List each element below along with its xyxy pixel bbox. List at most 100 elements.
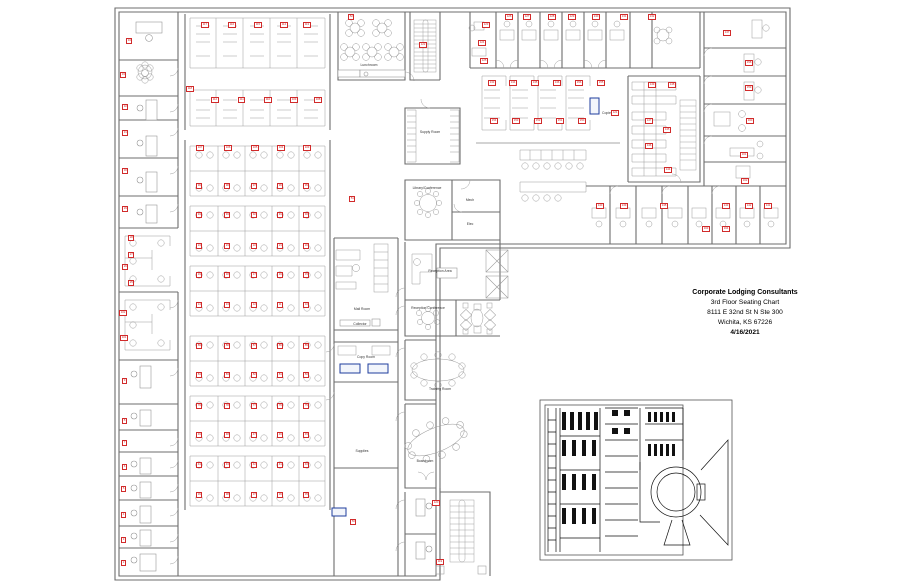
seat-tag: 108 bbox=[314, 97, 322, 103]
seat-tag: 23 bbox=[224, 243, 231, 249]
seat-tag: 142 bbox=[745, 203, 753, 209]
room-label: Boardroom bbox=[416, 459, 434, 463]
mail-copy-supplies bbox=[325, 237, 399, 576]
seat-tag: 110 bbox=[264, 97, 272, 103]
seat-tag: 86 bbox=[277, 343, 284, 349]
mailroom-furniture bbox=[335, 243, 389, 293]
seat-tag: 158 bbox=[745, 60, 753, 66]
seat-tag: 9 bbox=[122, 378, 127, 384]
seat-tag: 113 bbox=[303, 22, 311, 28]
seat-tag: 99 bbox=[196, 183, 203, 189]
seat-tag: 149 bbox=[648, 82, 656, 88]
seat-tag: 109 bbox=[290, 97, 298, 103]
seat-tag: 143 bbox=[722, 203, 730, 209]
seat-tag: 83 bbox=[224, 372, 231, 378]
seat-tag: 164 bbox=[722, 226, 730, 232]
seat-tag: 31 bbox=[122, 130, 129, 136]
seat-tag: 153 bbox=[512, 118, 520, 124]
seat-tag: 87 bbox=[251, 343, 258, 349]
seat-tag: 52 bbox=[348, 14, 355, 20]
seat-tag: 154 bbox=[490, 118, 498, 124]
seat-tag: 76 bbox=[277, 403, 284, 409]
address-line-1: 8111 E 32nd St N Ste 300 bbox=[707, 309, 783, 317]
room-label: Reception Conference bbox=[411, 306, 445, 310]
seat-tag: 148 bbox=[668, 82, 676, 88]
seat-tag: 34 bbox=[126, 38, 133, 44]
seat-tag: 162 bbox=[741, 178, 749, 184]
seat-tag: 141 bbox=[764, 203, 772, 209]
seat-tag: 45 bbox=[303, 432, 310, 438]
seat-tag: 92 bbox=[251, 212, 258, 218]
seat-tag: 97 bbox=[251, 183, 258, 189]
top-workstation-bank bbox=[184, 14, 331, 130]
seat-tag: 118 bbox=[186, 86, 194, 92]
seat-tag: 150 bbox=[578, 118, 586, 124]
title-block: Corporate Lodging Consultants 3rd Floor … bbox=[655, 288, 835, 337]
room-label: Collector bbox=[353, 322, 367, 326]
plan-date: 4/16/2021 bbox=[730, 328, 760, 336]
seat-tag: 134 bbox=[509, 80, 517, 86]
seat-tag: 28 bbox=[128, 235, 135, 241]
seat-tag: 19 bbox=[196, 272, 203, 278]
seat-tag: 81 bbox=[277, 372, 284, 378]
seat-tag: 27 bbox=[128, 252, 135, 258]
pod-row-6 bbox=[189, 455, 326, 507]
boardroom bbox=[395, 403, 468, 489]
seat-tag: 24 bbox=[196, 243, 203, 249]
seat-tag: 155 bbox=[597, 80, 605, 86]
seat-tag: 160 bbox=[746, 118, 754, 124]
seat-tag: 130 bbox=[592, 14, 600, 20]
seat-tag: 25 bbox=[128, 280, 135, 286]
seat-tag: 20 bbox=[303, 243, 310, 249]
sheet-title: 3rd Floor Seating Chart bbox=[710, 299, 780, 307]
seat-tag: 90 bbox=[303, 212, 310, 218]
seat-tag: 10 bbox=[303, 302, 310, 308]
seat-tag: 105 bbox=[251, 145, 259, 151]
seat-tag: 26 bbox=[122, 264, 129, 270]
seat-tag: 5 bbox=[121, 486, 126, 492]
seat-tag: 15 bbox=[303, 272, 310, 278]
bottom-right-offices bbox=[586, 185, 786, 244]
seat-tag: 151 bbox=[556, 118, 564, 124]
seat-tag: 117 bbox=[201, 22, 209, 28]
seat-tag: 51 bbox=[349, 196, 356, 202]
seat-tag: 159 bbox=[745, 85, 753, 91]
seat-tag: 17 bbox=[251, 272, 258, 278]
seat-tag: 13 bbox=[224, 302, 231, 308]
seat-tag: 128 bbox=[548, 14, 556, 20]
seat-tag: 103 bbox=[303, 145, 311, 151]
seat-tag: 95 bbox=[303, 183, 310, 189]
seat-tag: 115 bbox=[254, 22, 262, 28]
seat-tag: 124 bbox=[478, 40, 486, 46]
seat-tag: 79 bbox=[196, 403, 203, 409]
room-label: Lunchroom bbox=[360, 63, 378, 67]
seat-tag: 18 bbox=[224, 272, 231, 278]
seat-tag: 132 bbox=[648, 14, 656, 20]
seat-tag: 44 bbox=[196, 462, 203, 468]
seat-tag: 161 bbox=[740, 152, 748, 158]
seat-tag: 75 bbox=[303, 403, 310, 409]
seat-tag: 156 bbox=[575, 80, 583, 86]
seat-tag: 11 bbox=[277, 302, 284, 308]
seat-tag: 136 bbox=[553, 80, 561, 86]
seat-tag: 14 bbox=[196, 302, 203, 308]
seat-tag: 96 bbox=[277, 183, 284, 189]
seat-tag: 144 bbox=[664, 167, 672, 173]
seat-tag: 126 bbox=[505, 14, 513, 20]
seat-tag: 93 bbox=[224, 212, 231, 218]
seat-tag: 123 bbox=[482, 22, 490, 28]
seat-tag: 138 bbox=[660, 203, 668, 209]
seat-tag: 88 bbox=[224, 343, 231, 349]
seat-tag: 48 bbox=[224, 432, 231, 438]
seat-tag: 7 bbox=[122, 440, 127, 446]
seat-tag: 106 bbox=[224, 145, 232, 151]
seat-tag: 41 bbox=[277, 462, 284, 468]
seat-tag: 98 bbox=[224, 183, 231, 189]
room-label: Copy Room bbox=[357, 355, 375, 359]
seat-tag: 2 bbox=[121, 560, 126, 566]
seat-tag: 129 bbox=[568, 14, 576, 20]
top-right-offices bbox=[468, 12, 701, 69]
seat-tag: 107 bbox=[196, 145, 204, 151]
seat-tag: 39 bbox=[196, 492, 203, 498]
